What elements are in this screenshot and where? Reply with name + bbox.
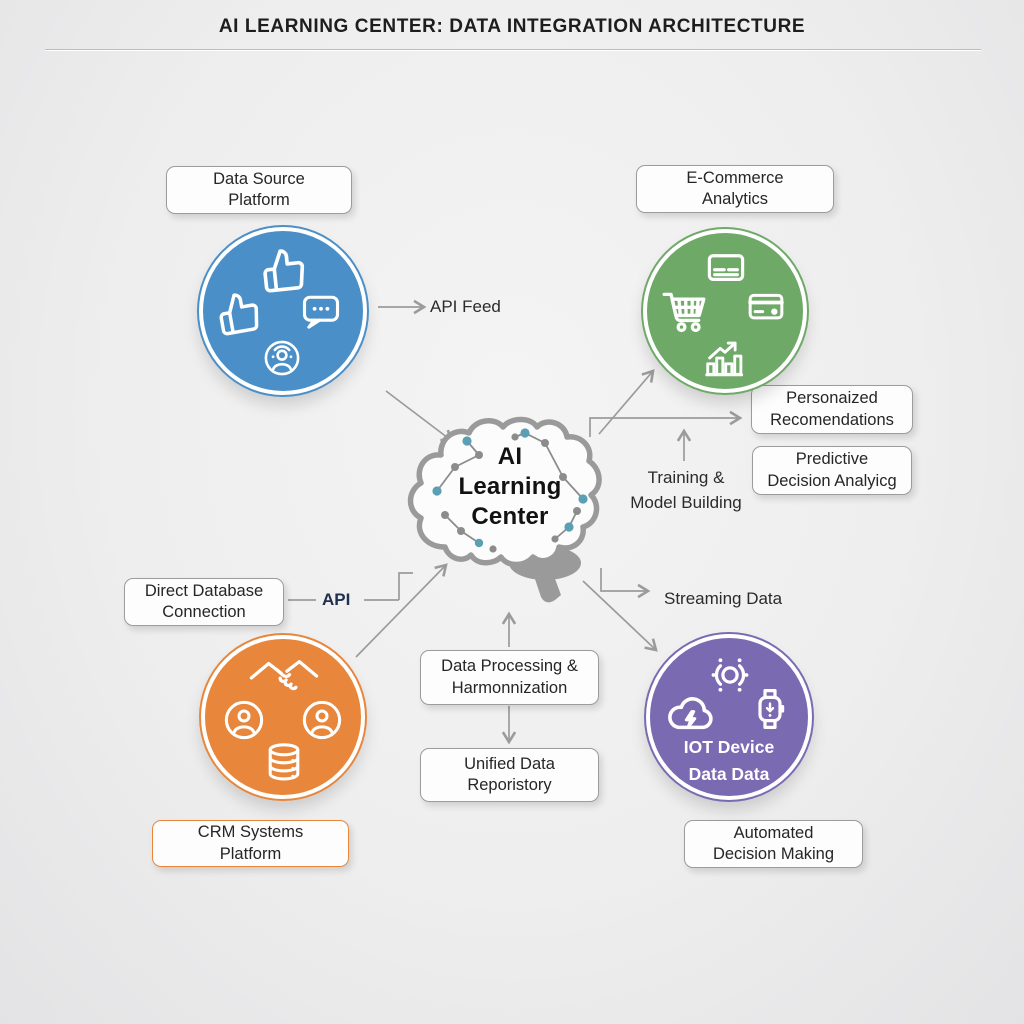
brain-title-line1: AI <box>497 443 523 470</box>
shopping-cart-icon <box>662 292 706 333</box>
smartwatch-icon <box>758 689 785 729</box>
box-data-processing: Data Processing & Harmonnization <box>420 650 599 705</box>
box-crm-systems-platform: CRM Systems Platform <box>152 820 349 867</box>
label-training-model-building: Training & Model Building <box>630 468 742 512</box>
ai-learning-center-brain: AI Learning Center <box>405 415 615 615</box>
label-api-feed: API Feed <box>430 297 501 316</box>
brain-icon <box>407 416 602 603</box>
circle-iot: IOT Device Data Data <box>646 634 812 800</box>
label-streaming-data: Streaming Data <box>664 589 783 608</box>
chat-bubble-icon <box>302 295 340 329</box>
brain-title-line2: Learning <box>458 473 562 500</box>
title-divider <box>45 49 981 50</box>
box-predictive-analytics: Predictive Decision Analyicg <box>752 446 912 495</box>
label-api: API <box>322 590 351 609</box>
credit-card-icon <box>707 254 745 281</box>
iot-circle-label: IOT Device Data Data <box>683 737 775 785</box>
box-direct-database-connection: Direct Database Connection <box>124 578 284 626</box>
thumbs-up-icon <box>219 293 259 336</box>
growth-chart-icon <box>705 341 744 377</box>
circle-data-source <box>199 227 367 395</box>
thumbs-up-icon <box>263 249 305 293</box>
box-personalized-recommendations: Personaized Recomendations <box>751 385 913 434</box>
circle-crm <box>201 635 365 799</box>
community-user-icon <box>264 340 300 376</box>
user-icon <box>224 700 264 740</box>
box-ecommerce-analytics: E-Commerce Analytics <box>636 165 834 213</box>
credit-card-icon <box>748 293 784 320</box>
box-automated-decision-making: Automated Decision Making <box>684 820 863 868</box>
iot-sensor-icon <box>711 658 749 692</box>
handshake-icon <box>249 659 319 691</box>
page-title: AI LEARNING CENTER: DATA INTEGRATION ARC… <box>218 16 806 37</box>
user-icon <box>302 700 342 740</box>
box-data-source-platform: Data Source Platform <box>166 166 352 214</box>
database-icon <box>268 743 300 781</box>
cloud-lightning-icon <box>668 697 713 730</box>
brain-title-line3: Center <box>471 503 549 530</box>
circle-ecommerce <box>643 229 807 393</box>
box-unified-repository: Unified Data Reporistory <box>420 748 599 802</box>
